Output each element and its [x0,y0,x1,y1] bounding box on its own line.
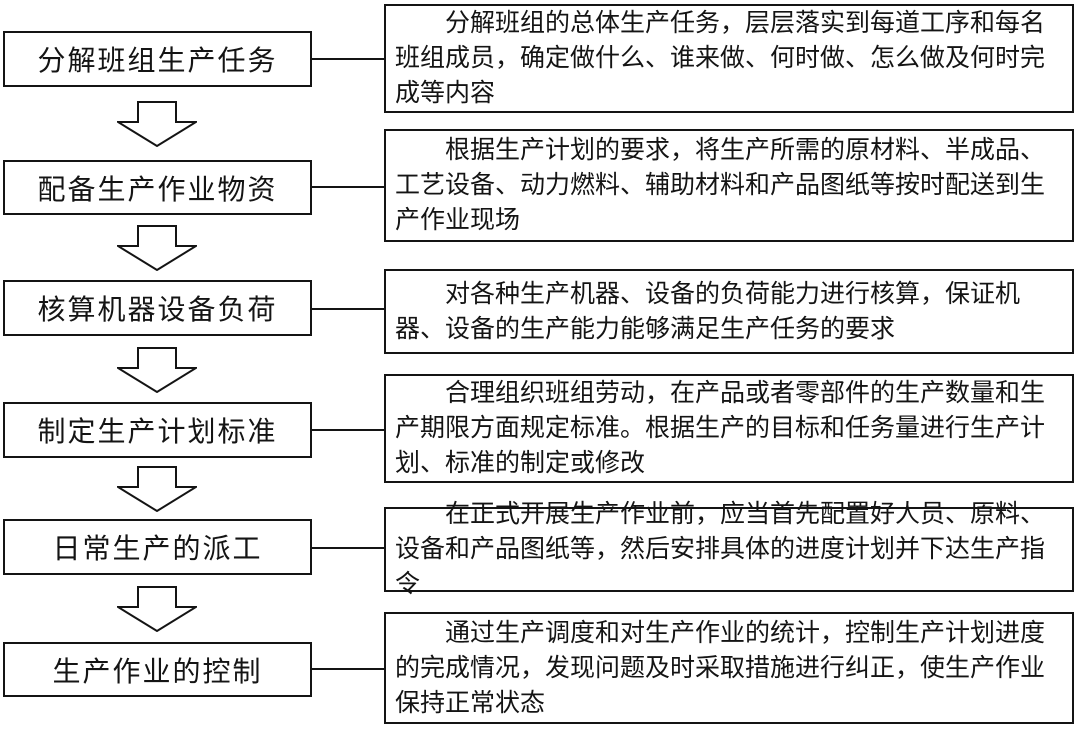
step-box-4: 制定生产计划标准 [3,402,312,458]
connector-line-1 [312,58,385,60]
step-box-1: 分解班组生产任务 [3,31,312,87]
down-block-arrow-icon-3 [117,347,197,393]
connector-line-4 [312,429,385,431]
step-box-2: 配备生产作业物资 [3,160,312,215]
step-label-4: 制定生产计划标准 [37,417,278,448]
step-label-1: 分解班组生产任务 [37,46,278,77]
step-description-3: 对各种生产机器、设备的负荷能力进行核算，保证机器、设备的生产能力能够满足生产任务… [395,280,1021,343]
down-block-arrow-icon-2 [117,225,197,271]
desc-box-3: 对各种生产机器、设备的负荷能力进行核算，保证机器、设备的生产能力能够满足生产任务… [384,269,1074,354]
desc-box-6: 通过生产调度和对生产作业的统计，控制生产计划进度的完成情况，发现问题及时采取措施… [384,612,1074,724]
step-box-5: 日常生产的派工 [3,519,312,575]
desc-box-1: 分解班组的总体生产任务，层层落实到每道工序和每名班组成员，确定做什么、谁来做、何… [384,4,1074,113]
down-block-arrow-icon-5 [117,586,197,632]
step-description-6: 通过生产调度和对生产作业的统计，控制生产计划进度的完成情况，发现问题及时采取措施… [395,619,1046,717]
step-box-3: 核算机器设备负荷 [3,280,312,336]
step-box-6: 生产作业的控制 [3,642,312,697]
step-label-5: 日常生产的派工 [52,534,263,565]
step-description-2: 根据生产计划的要求，将生产所需的原材料、半成品、工艺设备、动力燃料、辅助材料和产… [395,137,1046,234]
step-label-6: 生产作业的控制 [52,656,263,688]
down-block-arrow-icon-4 [117,466,197,512]
step-label-3: 核算机器设备负荷 [37,295,278,326]
step-description-1: 分解班组的总体生产任务，层层落实到每道工序和每名班组成员，确定做什么、谁来做、何… [395,10,1046,107]
desc-box-5: 在正式开展生产作业前，应当首先配置好人员、原料、设备和产品图纸等，然后安排具体的… [384,501,1074,598]
connector-line-2 [312,186,385,188]
down-block-arrow-icon-1 [117,101,197,147]
connector-line-3 [312,308,385,310]
desc-box-2: 根据生产计划的要求，将生产所需的原材料、半成品、工艺设备、动力燃料、辅助材料和产… [384,129,1074,242]
desc-box-4: 合理组织班组劳动，在产品或者零部件的生产数量和生产期限方面规定标准。根据生产的目… [384,374,1074,483]
step-description-4: 合理组织班组劳动，在产品或者零部件的生产数量和生产期限方面规定标准。根据生产的目… [395,380,1046,477]
connector-line-5 [312,547,385,549]
step-description-5: 在正式开展生产作业前，应当首先配置好人员、原料、设备和产品图纸等，然后安排具体的… [395,501,1046,598]
step-label-2: 配备生产作业物资 [37,174,278,206]
connector-line-6 [312,668,385,670]
